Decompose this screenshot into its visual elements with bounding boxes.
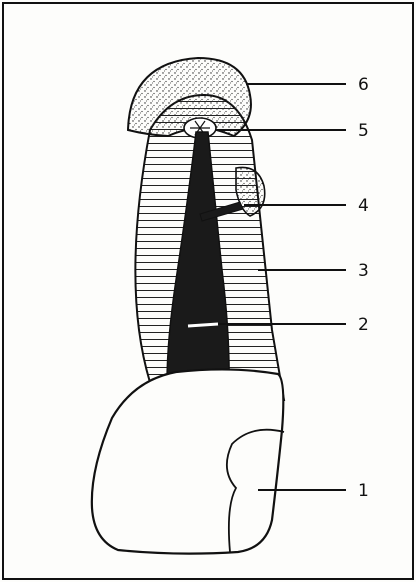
base-block (92, 369, 284, 553)
label-6: 6 (358, 75, 369, 95)
label-5: 5 (358, 121, 369, 141)
label-2: 2 (358, 315, 369, 335)
label-4: 4 (358, 196, 369, 216)
canal-white-mark (188, 324, 218, 326)
label-1: 1 (358, 481, 369, 501)
label-3: 3 (358, 261, 369, 281)
